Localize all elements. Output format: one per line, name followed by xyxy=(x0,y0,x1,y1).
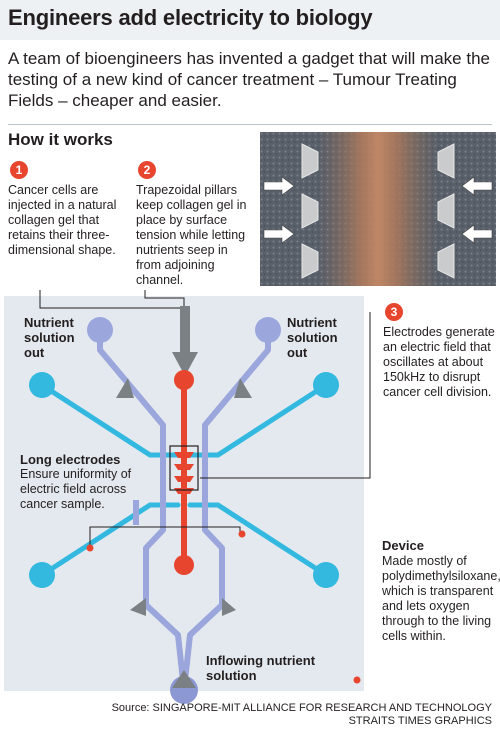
electrodes-text: Ensure uniformity of electric field acro… xyxy=(20,467,132,511)
step-2-leader xyxy=(144,290,185,310)
step-3-marker: 3 xyxy=(385,303,403,321)
outlet-left-label: Nutrient solution out xyxy=(24,315,75,360)
source-line-2: STRAITS TIMES GRAPHICS xyxy=(348,715,492,727)
inlet-label: Inflowing nutrient solution xyxy=(206,653,316,683)
outlet-port-right xyxy=(255,317,281,343)
outlet-right-label: Nutrient solution out xyxy=(287,315,338,360)
zoom-box xyxy=(169,445,199,491)
step-1-text: Cancer cells are injected in a natural c… xyxy=(8,183,117,257)
step-2-marker: 2 xyxy=(138,161,156,179)
outlet-port-left xyxy=(87,317,113,343)
header-band xyxy=(0,0,500,40)
electrode-pad-top-left xyxy=(29,372,55,398)
electrode-pad-top-right xyxy=(313,372,339,398)
electrode-pad-bottom-right xyxy=(313,562,339,588)
step-3-leader xyxy=(200,312,371,479)
electrodes-dot-left xyxy=(86,544,94,552)
step-2-text: Trapezoidal pillars keep collagen gel in… xyxy=(136,183,247,287)
step-1-leader xyxy=(39,290,181,309)
electrodes-dot-right xyxy=(238,530,246,538)
electrodes-title: Long electrodes xyxy=(20,452,121,467)
device-dot xyxy=(353,676,361,684)
headline: Engineers add electricity to biology xyxy=(8,5,373,30)
source-credit: Source: SINGAPORE-MIT ALLIANCE FOR RESEA… xyxy=(112,702,492,728)
channel-lines xyxy=(97,330,271,691)
collagen-port-top xyxy=(174,370,194,390)
source-line-1: Source: SINGAPORE-MIT ALLIANCE FOR RESEA… xyxy=(111,702,492,714)
electrode-lines xyxy=(39,382,329,578)
step-3-text: Electrodes generate an electric field th… xyxy=(383,325,495,399)
collagen-channel xyxy=(181,380,187,570)
pillar-zone xyxy=(174,452,194,494)
flow-arrows xyxy=(116,306,252,688)
micrograph-photo xyxy=(260,132,496,286)
device-text: Made mostly of polydimethylsiloxane, whi… xyxy=(382,554,500,643)
electrodes-leader xyxy=(89,526,241,548)
step-1-marker: 1 xyxy=(10,161,28,179)
section-title: How it works xyxy=(8,130,113,149)
device-title: Device xyxy=(382,538,424,553)
intro-text: A team of bioengineers has invented a ga… xyxy=(8,49,490,110)
divider xyxy=(8,124,492,125)
electrode-pad-bottom-left xyxy=(29,562,55,588)
collagen-port-bottom xyxy=(174,555,194,575)
